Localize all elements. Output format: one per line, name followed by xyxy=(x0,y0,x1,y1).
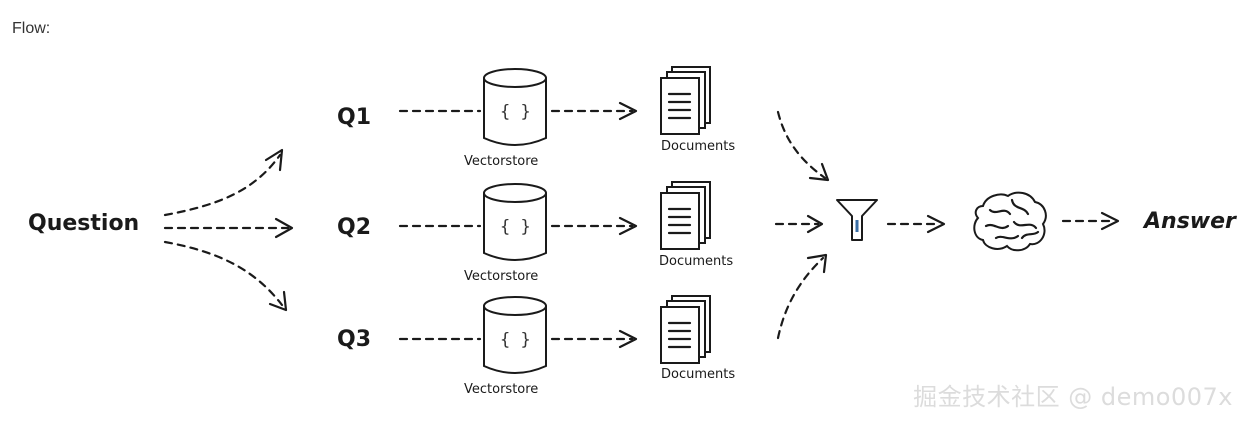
llm-to-answer-arrow xyxy=(1061,211,1120,231)
query-q2: Q2 xyxy=(337,215,371,240)
documents-label: Documents xyxy=(659,254,733,269)
watermark: 掘金技术社区 @ demo007x xyxy=(913,383,1233,411)
query-q3: Q3 xyxy=(337,327,371,352)
answer-node: Answer xyxy=(1142,209,1237,234)
store-to-docs-arrow xyxy=(550,329,638,349)
docs2-to-filter-arrow xyxy=(774,214,824,234)
question-node: Question xyxy=(28,211,139,236)
vectorstore-label: Vectorstore xyxy=(464,269,538,284)
database-icon: { } xyxy=(483,68,547,146)
docs1-to-filter-arrow xyxy=(776,110,830,182)
documents-icon xyxy=(660,295,711,364)
svg-text:{ }: { } xyxy=(500,330,531,350)
svg-text:{ }: { } xyxy=(500,217,531,237)
documents-icon xyxy=(660,181,711,250)
svg-text:{ }: { } xyxy=(500,102,531,122)
question-to-q1-arrow xyxy=(163,148,284,217)
documents-label: Documents xyxy=(661,367,735,382)
database-icon: { } xyxy=(483,183,547,261)
store-to-docs-arrow xyxy=(550,101,638,121)
vectorstore-label: Vectorstore xyxy=(464,154,538,169)
question-to-q2-arrow xyxy=(163,217,294,239)
database-icon: { } xyxy=(483,296,547,374)
vectorstore-label: Vectorstore xyxy=(464,382,538,397)
filter-to-llm-arrow xyxy=(886,214,946,234)
funnel-icon xyxy=(836,199,878,241)
documents-icon xyxy=(660,66,711,135)
brain-icon xyxy=(973,191,1047,252)
docs3-to-filter-arrow xyxy=(776,253,828,340)
store-to-docs-arrow xyxy=(550,216,638,236)
question-to-q3-arrow xyxy=(163,240,288,312)
documents-label: Documents xyxy=(661,139,735,154)
query-q1: Q1 xyxy=(337,105,371,130)
flow-heading: Flow: xyxy=(12,20,51,37)
